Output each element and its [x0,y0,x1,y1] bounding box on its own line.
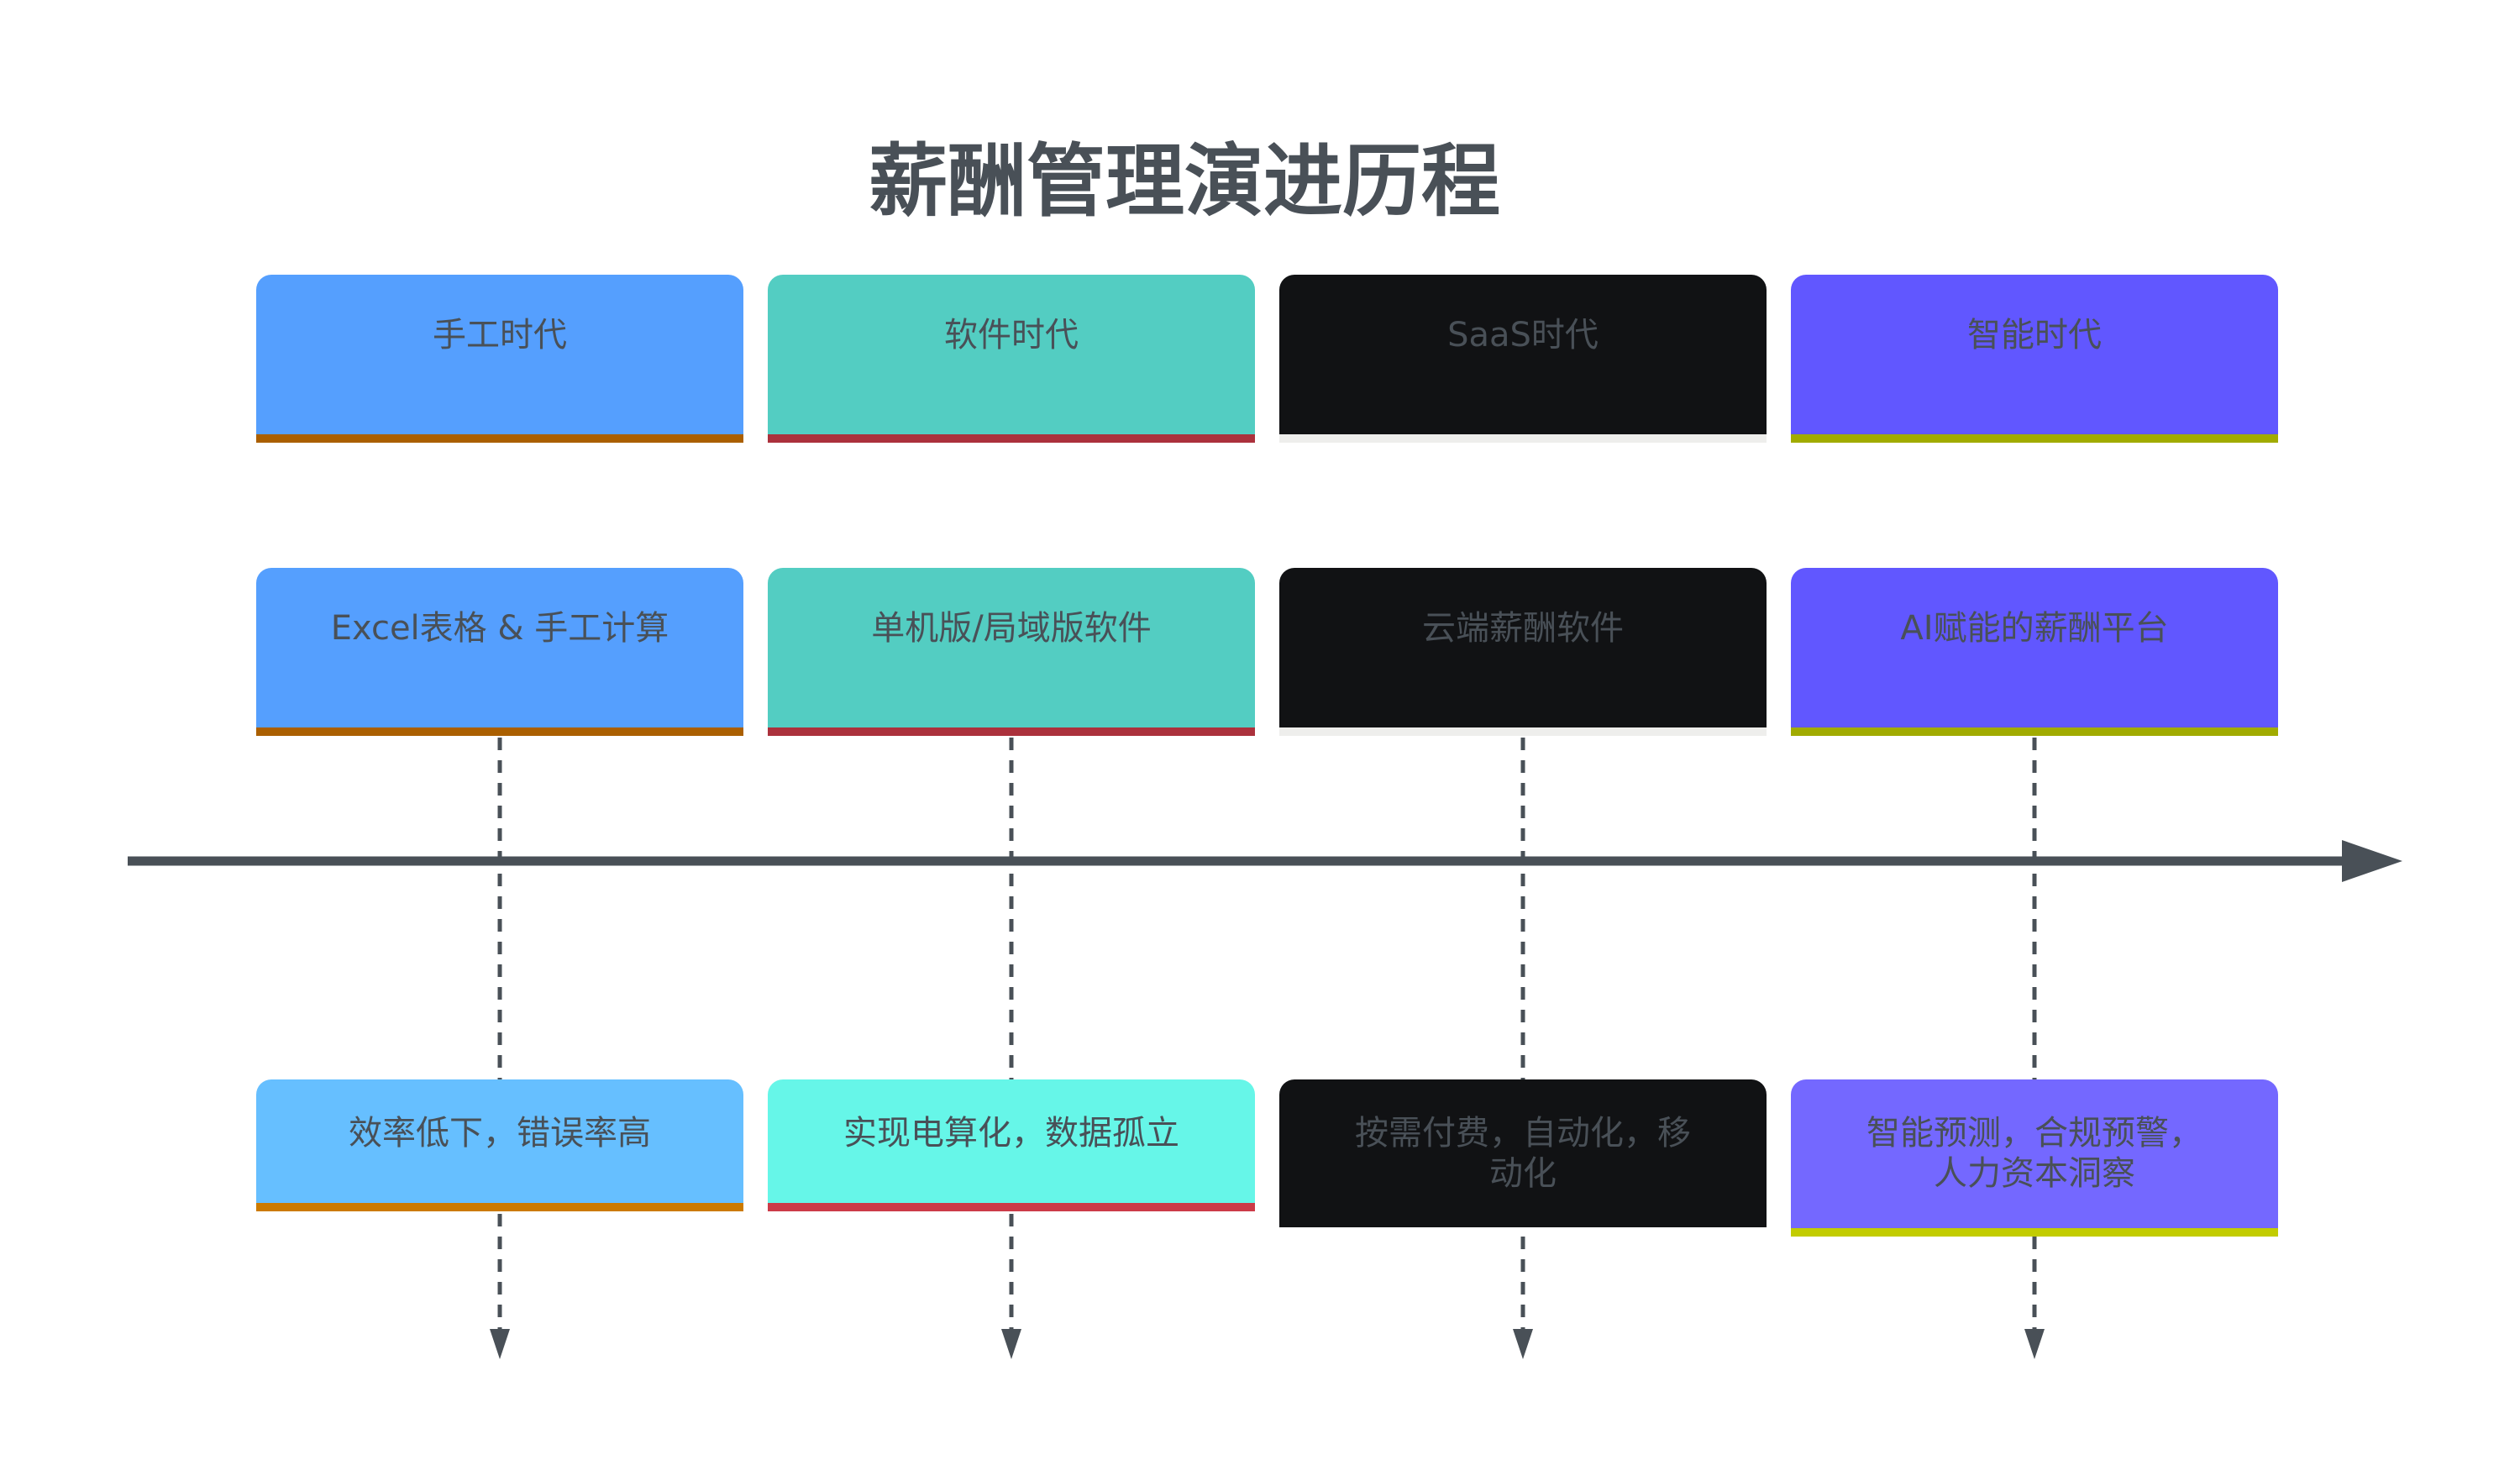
impact-accent-bar [1279,1227,1767,1229]
tech-accent-bar [256,727,743,736]
era-label: 智能时代 [1967,316,2102,354]
impact-accent-bar [1791,1228,2278,1237]
era-label: 软件时代 [944,316,1079,354]
tech-label: Excel表格 & 手工计算 [330,609,669,648]
era-accent-bar [256,434,743,443]
impact-box-intelligent: 智能预测，合规预警，人力资本洞察 [1791,1079,2278,1237]
era-accent-bar [1279,434,1767,443]
era-accent-bar [768,434,1255,443]
era-box-saas: SaaS时代 [1279,275,1767,443]
tech-label: 云端薪酬软件 [1422,609,1624,648]
page-title: 薪酬管理演进历程 [868,136,1500,228]
down-arrow-icon [1513,1329,1533,1359]
tech-box-software: 单机版/局域版软件 [768,568,1255,736]
era-label: 手工时代 [433,316,567,354]
era-accent-bar [1791,434,2278,443]
impact-label: 智能预测，合规预警，人力资本洞察 [1866,1114,2202,1193]
tech-label: 单机版/局域版软件 [871,609,1152,648]
impact-box-manual: 效率低下，错误率高 [256,1079,743,1211]
tech-label: AI赋能的薪酬平台 [1900,609,2169,648]
tech-box-intelligent: AI赋能的薪酬平台 [1791,568,2278,736]
impact-accent-bar [768,1203,1255,1211]
tech-box-manual: Excel表格 & 手工计算 [256,568,743,736]
impact-accent-bar [256,1203,743,1211]
impact-label: 效率低下，错误率高 [349,1114,651,1153]
tech-accent-bar [1279,727,1767,736]
era-box-software: 软件时代 [768,275,1255,443]
era-box-manual: 手工时代 [256,275,743,443]
down-arrow-icon [2024,1329,2045,1359]
impact-box-saas: 按需付费，自动化，移动化 [1279,1079,1767,1229]
impact-label: 实现电算化，数据孤立 [843,1114,1179,1153]
tech-accent-bar [1791,727,2278,736]
impact-label: 按需付费，自动化，移动化 [1355,1114,1691,1193]
timeline-arrowhead-icon [2342,840,2402,882]
down-arrow-icon [1001,1329,1021,1359]
tech-accent-bar [768,727,1255,736]
down-arrow-icon [490,1329,510,1359]
impact-box-software: 实现电算化，数据孤立 [768,1079,1255,1211]
era-label: SaaS时代 [1447,316,1599,354]
era-box-intelligent: 智能时代 [1791,275,2278,443]
tech-box-saas: 云端薪酬软件 [1279,568,1767,736]
